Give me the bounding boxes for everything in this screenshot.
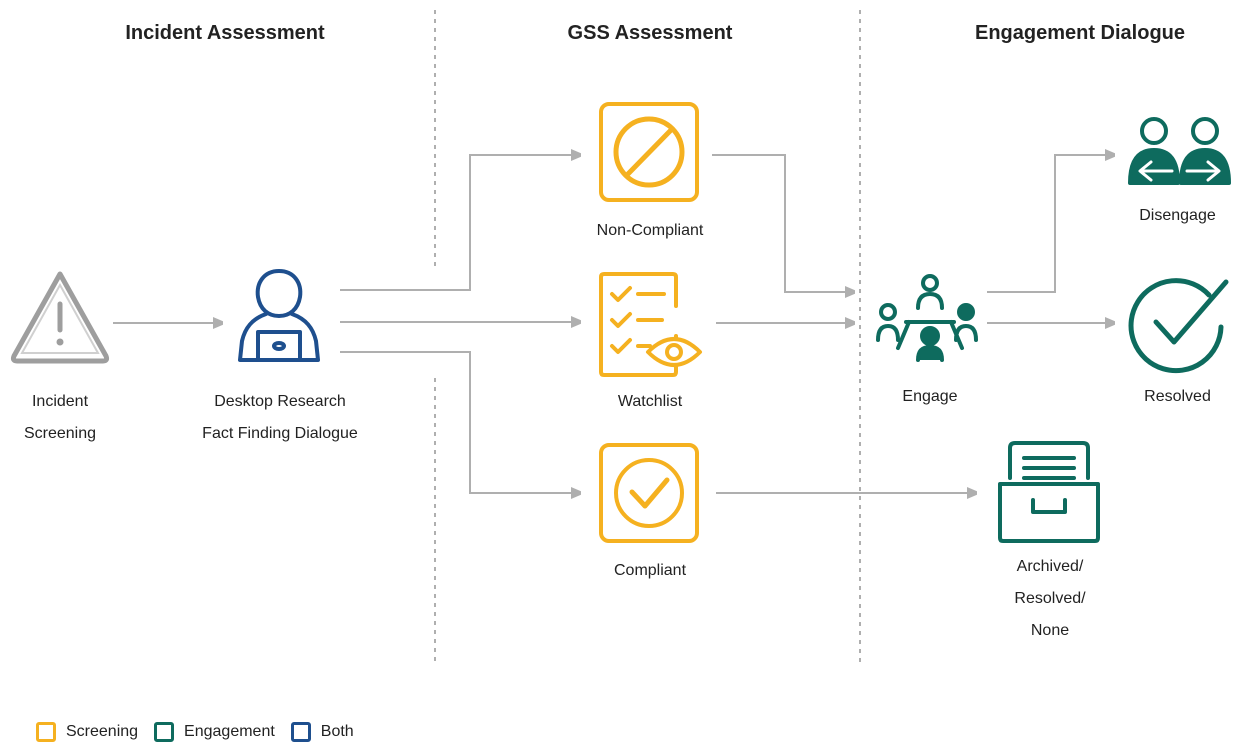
- label-archived: Archived/ Resolved/ None: [1014, 558, 1086, 639]
- prohibited-icon: [599, 102, 699, 202]
- label-resolved: Resolved: [1144, 388, 1211, 405]
- label-disengage: Disengage: [1139, 207, 1216, 224]
- person-laptop-icon: [238, 269, 320, 362]
- legend-label-engagement: Engagement: [184, 723, 275, 740]
- legend: Screening Engagement Both: [36, 722, 370, 742]
- connector-noncompliant-to-engage: [712, 154, 846, 292]
- header-incident-assessment: Incident Assessment: [125, 22, 325, 44]
- meeting-table-icon: [876, 274, 978, 362]
- legend-label-both: Both: [320, 723, 354, 740]
- file-drawer-icon: [998, 441, 1100, 543]
- legend-item-both: Both: [290, 722, 354, 742]
- label-engage: Engage: [902, 388, 958, 405]
- label-incident-screening: Incident Screening: [23, 393, 97, 442]
- connector-research-to-noncompliant: [340, 155, 572, 291]
- connector-research-to-compliant: [340, 351, 572, 493]
- column-separators: [434, 10, 861, 665]
- label-desktop-research: Desktop Research Fact Finding Dialogue: [202, 393, 358, 442]
- legend-swatch-engagement: [154, 722, 175, 742]
- check-circle-icon: [599, 443, 699, 543]
- legend-item-screening: Screening: [36, 722, 138, 742]
- header-engagement-dialogue: Engagement Dialogue: [974, 22, 1186, 44]
- two-people-arrows-icon: [1128, 117, 1231, 185]
- resolved-check-circle-icon: [1128, 278, 1229, 374]
- legend-label-screening: Screening: [66, 723, 139, 740]
- label-watchlist: Watchlist: [617, 393, 683, 410]
- label-compliant: Compliant: [613, 562, 687, 579]
- warning-triangle-icon: [10, 271, 110, 364]
- legend-item-engagement: Engagement: [154, 722, 275, 742]
- connectors: [113, 155, 1106, 493]
- header-gss-assessment: GSS Assessment: [567, 22, 733, 44]
- checklist-eye-icon: [599, 272, 702, 377]
- connector-engage-to-disengage: [987, 155, 1106, 293]
- legend-swatch-screening: [36, 722, 56, 742]
- legend-swatch-both: [290, 722, 311, 742]
- label-non-compliant: Non-Compliant: [596, 222, 704, 239]
